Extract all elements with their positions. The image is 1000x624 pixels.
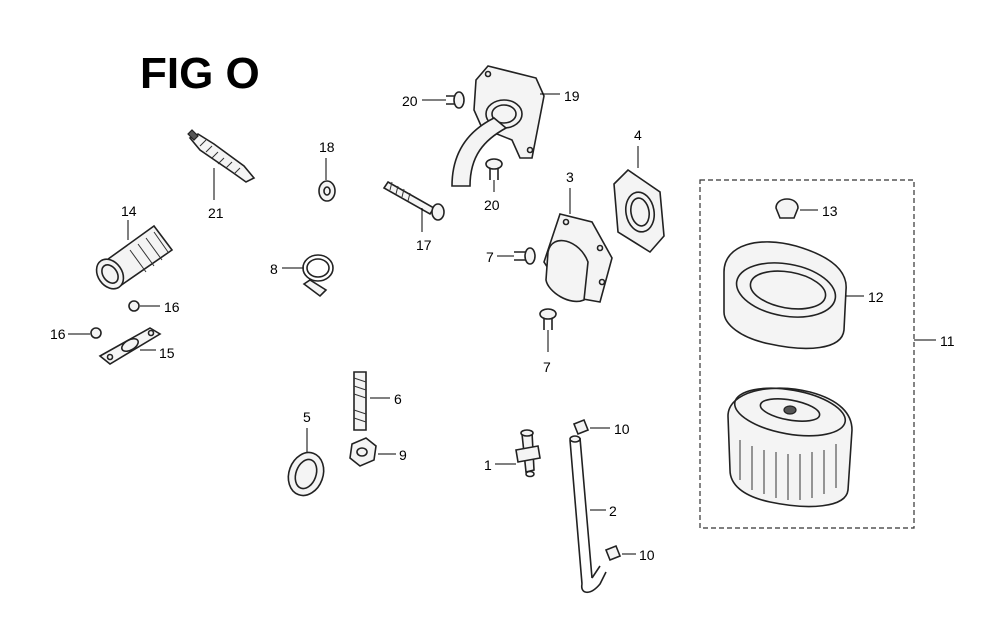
cover-icon	[543, 213, 613, 303]
callout-16-left: 16	[50, 326, 66, 342]
callout-2: 2	[609, 503, 617, 519]
clamp-icon	[302, 254, 334, 298]
spark-plug-icon	[187, 129, 256, 183]
callout-9: 9	[399, 447, 407, 463]
callout-18: 18	[319, 139, 335, 155]
intake-pipe-icon	[95, 224, 174, 290]
callout-14: 14	[121, 203, 137, 219]
foam-element-icon	[723, 241, 847, 350]
callout-1: 1	[484, 457, 492, 473]
callout-4: 4	[634, 127, 642, 143]
tube-icon	[569, 435, 607, 594]
callout-3: 3	[566, 169, 574, 185]
callout-5: 5	[303, 409, 311, 425]
elbow-icon	[451, 65, 545, 187]
callout-10-upper: 10	[614, 421, 630, 437]
callout-17: 17	[416, 237, 432, 253]
callout-8: 8	[270, 261, 278, 277]
callout-16-upper: 16	[164, 299, 180, 315]
paper-filter-icon	[727, 387, 853, 508]
callout-13: 13	[822, 203, 838, 219]
callout-19: 19	[564, 88, 580, 104]
grommet-icon	[775, 198, 799, 219]
bolt-icon	[382, 180, 445, 221]
screw-icon-20-lower	[485, 158, 503, 180]
gasket-ring-icon	[613, 168, 665, 254]
clip-icon-10-upper	[572, 418, 590, 436]
callout-20-upper: 20	[402, 93, 418, 109]
washer-icon-18	[318, 180, 336, 202]
callout-7-lower: 7	[543, 359, 551, 375]
screw-icon-20-upper	[446, 91, 465, 109]
callout-7-upper: 7	[486, 249, 494, 265]
callout-11: 11	[940, 333, 955, 349]
screw-icon-7-upper	[514, 247, 536, 265]
filter-assembly-box	[699, 179, 915, 529]
callout-6: 6	[394, 391, 402, 407]
washer-icon-5	[287, 451, 325, 497]
gasket-plate-icon	[98, 327, 162, 365]
figure-title: FIG O	[140, 49, 260, 98]
callout-10-lower: 10	[639, 547, 655, 563]
nut-icon-upper	[128, 300, 140, 312]
stud-icon	[353, 371, 367, 431]
callout-20-lower: 20	[484, 197, 500, 213]
clip-icon-10-lower	[604, 544, 622, 562]
callout-12: 12	[868, 289, 884, 305]
callout-15: 15	[159, 345, 175, 361]
screw-icon-7-lower	[539, 308, 557, 330]
fitting-icon	[515, 429, 541, 478]
nut-icon-9	[349, 437, 377, 467]
callout-21: 21	[208, 205, 224, 221]
nut-icon-left	[90, 327, 102, 339]
